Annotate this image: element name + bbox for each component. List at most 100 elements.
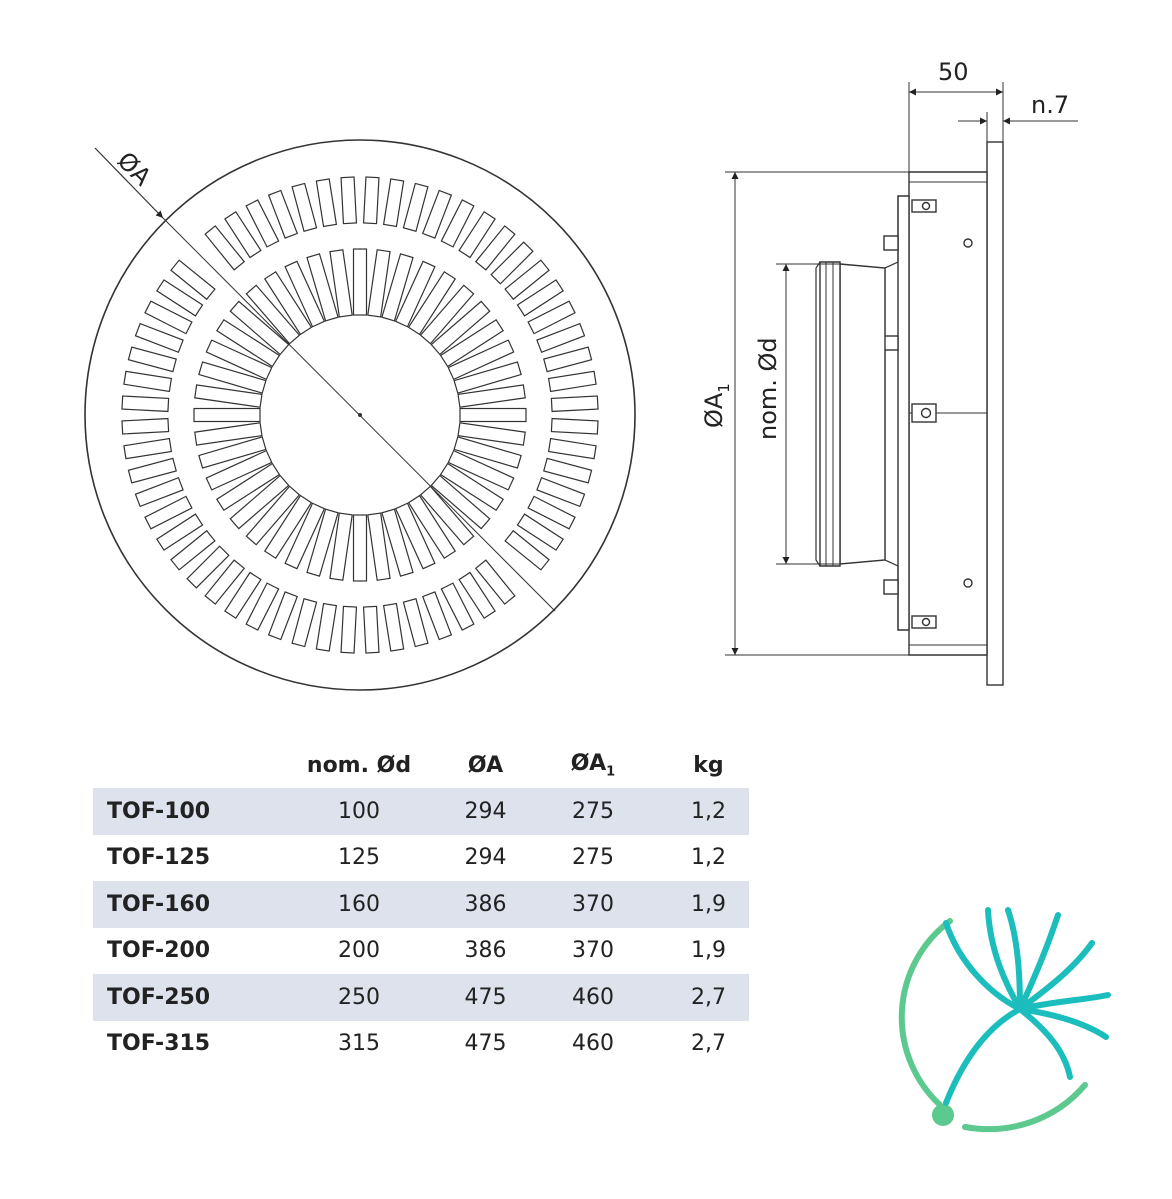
cell-a: 386: [464, 938, 507, 964]
clip-top: [911, 199, 937, 213]
grille-slot: [123, 370, 173, 393]
cell-a1: 275: [518, 788, 668, 835]
grille-slot: [382, 178, 405, 228]
table-row: TOF-200 200 386 370 1,9: [93, 928, 749, 975]
grille-slot: [459, 407, 527, 423]
grille-slot: [144, 300, 193, 335]
cell-a1: 460: [518, 974, 668, 1021]
grille-slot: [421, 591, 453, 641]
front-view: ØA: [84, 139, 636, 691]
grille-slot: [430, 300, 491, 356]
grille-slot: [504, 529, 550, 571]
cell-model: TOF-160: [93, 881, 265, 928]
cell-kg: 1,9: [668, 881, 749, 928]
grille-slot: [216, 318, 281, 368]
grille-slot: [291, 598, 318, 648]
grille-slot: [458, 571, 496, 619]
grille-slot: [367, 249, 391, 318]
grille-slot: [134, 322, 184, 354]
grille-slot: [543, 346, 593, 373]
cell-kg: 1,2: [691, 845, 726, 871]
grille-slot: [439, 462, 504, 512]
grille-slot: [421, 189, 453, 239]
side-mounting-frame: [897, 195, 910, 631]
front-diameter-label: ØA: [112, 146, 157, 191]
cell-nominal: 100: [265, 788, 453, 835]
grille-slot: [402, 182, 429, 232]
grille-slot: [447, 339, 515, 381]
grille-slot: [516, 279, 564, 317]
thickness-label: n.7: [1031, 91, 1069, 119]
cell-nominal: 160: [265, 881, 453, 928]
grille-slot: [306, 253, 339, 322]
cell-kg: 2,7: [668, 974, 749, 1021]
header-model: [93, 742, 265, 788]
side-view: [815, 141, 1004, 686]
header-nominal: nom. Ød: [306, 752, 412, 778]
grille-slot: [263, 494, 313, 559]
side-front-plate: [986, 141, 1004, 686]
grille-slot: [340, 176, 358, 225]
grille-slot: [306, 508, 339, 577]
nominal-diameter-label: nom. Ød: [754, 337, 782, 440]
table-row: TOF-125 125 294 275 1,2: [93, 835, 749, 882]
cell-model: TOF-250: [93, 974, 265, 1021]
logo-green-dot: [932, 1104, 954, 1126]
grille-slot: [329, 512, 353, 581]
grille-slot: [419, 485, 475, 546]
grille-slot: [536, 322, 586, 354]
grille-slot: [284, 502, 326, 570]
grille-slot: [407, 271, 457, 336]
cell-a: 475: [453, 974, 518, 1021]
grille-slot: [547, 370, 597, 393]
cell-a: 386: [453, 881, 518, 928]
grille-slot: [439, 318, 504, 368]
grille-slot: [362, 176, 380, 225]
cell-a: 475: [464, 1031, 507, 1057]
logo-teal-blades: [943, 907, 1111, 1106]
grille-slot: [447, 449, 515, 491]
header-a1: ØA1: [570, 750, 616, 780]
cell-kg: 1,2: [668, 788, 749, 835]
grille-slot: [127, 457, 177, 484]
grille-slot: [134, 476, 184, 508]
side-spigot: [839, 263, 886, 565]
grille-slot: [263, 271, 313, 336]
grille-slot: [284, 260, 326, 328]
grille-slot: [490, 241, 534, 285]
technical-drawing: ØA: [84, 58, 1078, 691]
grille-slot: [205, 449, 273, 491]
grille-slot: [315, 602, 338, 652]
cell-nominal: 125: [338, 845, 380, 871]
grille-slot: [329, 249, 353, 318]
grille-slot: [381, 253, 414, 322]
grille-slot: [543, 457, 593, 484]
grille-slot: [458, 211, 496, 259]
front-plate-outline: [84, 139, 636, 691]
grille-slot: [527, 300, 576, 335]
side-dimensions: [725, 82, 1078, 656]
grille-slot: [229, 300, 290, 356]
grille-slot: [127, 346, 177, 373]
grille-slot: [245, 199, 280, 248]
diameter-leader: [94, 147, 164, 219]
grille-slot: [362, 605, 380, 654]
cell-model: TOF-315: [107, 1031, 211, 1057]
cell-kg: 1,9: [691, 938, 726, 964]
cell-a1: 370: [572, 938, 614, 964]
grille-slot: [267, 189, 299, 239]
grille-slot: [430, 474, 491, 530]
grille-slot: [194, 384, 263, 408]
grille-slot: [402, 598, 429, 648]
grille-slot: [453, 436, 522, 469]
grille-slot: [457, 422, 526, 446]
header-a: ØA: [467, 752, 504, 778]
cell-model: TOF-200: [107, 938, 211, 964]
table-row: TOF-250 250 475 460 2,7: [93, 974, 749, 1021]
cell-nominal: 315: [338, 1031, 380, 1057]
grille-slot: [394, 502, 436, 570]
cell-a1: 370: [518, 881, 668, 928]
cell-a: 294: [464, 845, 507, 871]
grille-slot: [245, 485, 301, 546]
cell-a: 294: [453, 788, 518, 835]
